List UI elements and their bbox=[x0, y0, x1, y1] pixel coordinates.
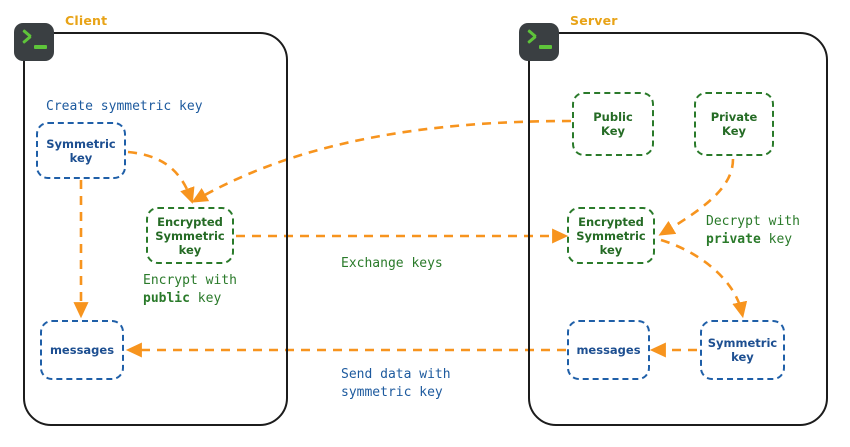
terminal-chevron-icon bbox=[527, 30, 540, 43]
client-create-key-label: Create symmetric key bbox=[46, 99, 203, 114]
server-title: Server bbox=[570, 13, 618, 28]
client-encrypt-label: Encrypt with public key bbox=[143, 272, 237, 308]
decrypt-line1: Decrypt with bbox=[706, 214, 800, 229]
encrypt-line2-tail: key bbox=[189, 291, 222, 306]
client-symmetric-key-box[interactable]: Symmetric key bbox=[36, 122, 126, 179]
client-container bbox=[23, 32, 288, 426]
decrypt-bold-private: private bbox=[706, 232, 761, 247]
server-private-key-box[interactable]: Private Key bbox=[694, 92, 774, 156]
server-public-key-box[interactable]: Public Key bbox=[572, 92, 654, 156]
server-encrypted-symmetric-key-label: Encrypted Symmetric key bbox=[576, 214, 646, 257]
client-messages-label: messages bbox=[49, 343, 115, 357]
server-terminal-icon bbox=[519, 23, 559, 61]
server-decrypt-label: Decrypt with private key bbox=[706, 213, 800, 249]
client-symmetric-key-label: Symmetric key bbox=[46, 136, 116, 165]
client-encrypted-symmetric-key-box[interactable]: Encrypted Symmetric key bbox=[146, 207, 234, 264]
send-data-label: Send data with symmetric key bbox=[341, 366, 451, 402]
server-messages-box[interactable]: messages bbox=[567, 320, 650, 380]
terminal-dash-icon bbox=[34, 45, 47, 49]
send-data-line2: symmetric key bbox=[341, 385, 443, 400]
send-data-line1: Send data with bbox=[341, 367, 451, 382]
server-container bbox=[528, 32, 828, 426]
client-terminal-icon bbox=[14, 23, 54, 61]
server-symmetric-key-box[interactable]: Symmetric key bbox=[700, 320, 785, 380]
server-public-key-label: Public Key bbox=[593, 110, 633, 138]
server-symmetric-key-label: Symmetric key bbox=[707, 336, 778, 364]
client-encrypted-symmetric-key-label: Encrypted Symmetric key bbox=[155, 214, 225, 257]
terminal-dash-icon bbox=[539, 45, 552, 49]
encrypt-line1: Encrypt with bbox=[143, 273, 237, 288]
client-title: Client bbox=[65, 13, 108, 28]
client-messages-box[interactable]: messages bbox=[40, 320, 124, 380]
decrypt-line2-tail: key bbox=[760, 232, 793, 247]
server-encrypted-symmetric-key-box[interactable]: Encrypted Symmetric key bbox=[567, 207, 655, 264]
exchange-keys-label: Exchange keys bbox=[341, 256, 443, 271]
terminal-chevron-icon bbox=[22, 30, 35, 43]
server-private-key-label: Private Key bbox=[710, 110, 758, 138]
server-messages-label: messages bbox=[576, 343, 641, 357]
encrypt-bold-public: public bbox=[143, 291, 190, 306]
